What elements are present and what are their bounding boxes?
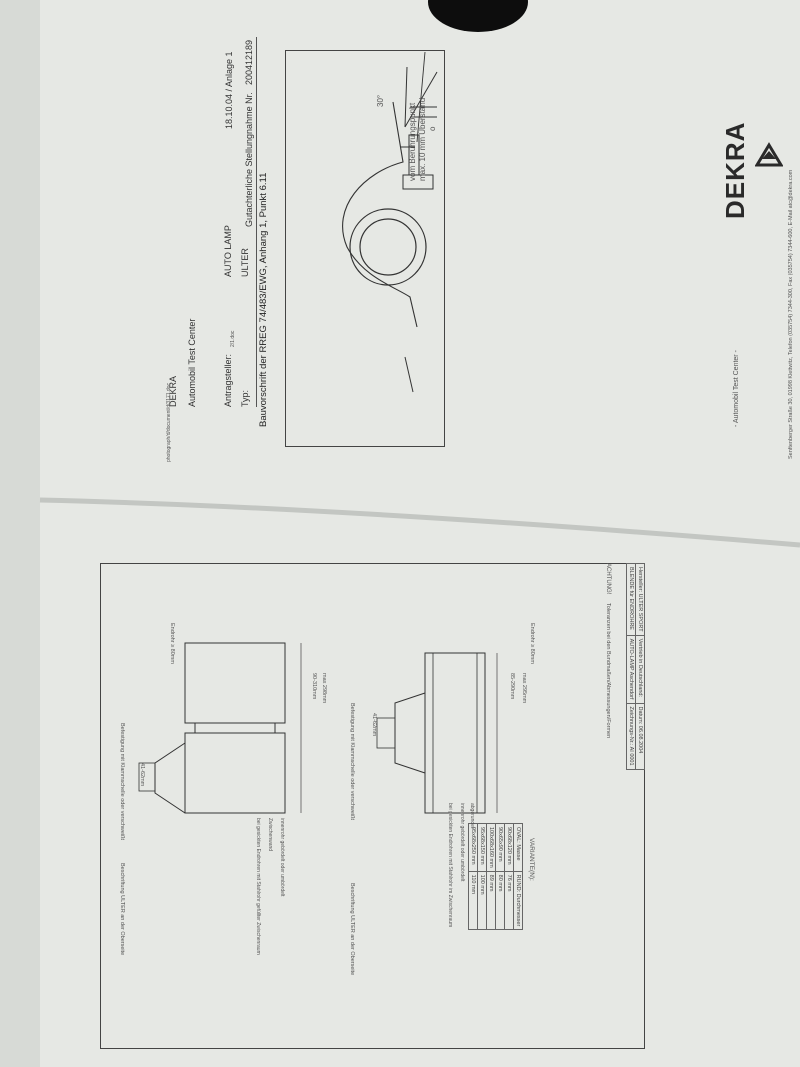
round-label: RUND:: [515, 874, 521, 893]
overhang-label: max. 10 mm Überstand: [418, 97, 427, 181]
label-ulter-b: Beschriftung ULTER an der Oberseite: [119, 863, 125, 956]
oval-size-label: Masse: [515, 844, 521, 861]
date-label: Datum:: [637, 706, 643, 725]
note-gap-b: bei gesickten Endrohren mit Stahlrohr ge…: [255, 818, 261, 955]
type-value: ULTER: [240, 248, 250, 277]
fastening-a: Befestigung mit Klammschelle oder versch…: [349, 703, 355, 821]
note-inner-rounded: innenrohr gebördelt oder umbördelt: [459, 803, 465, 882]
dekra-logo-text: DEKRA: [720, 121, 750, 219]
dim-41-62-b: 41-62mm: [139, 763, 145, 787]
manufacturer-label: Hersteller:: [637, 567, 643, 593]
note-gap: bei gesickten Endrohren mit Stahlrohr im…: [447, 803, 453, 928]
manufacturer: ULTER SPORT: [637, 593, 643, 632]
end-pipe-a: Endrohr ≥ 80mm: [529, 623, 535, 664]
drawing-no-label: Zeichnungs-Nr.:: [628, 706, 634, 746]
angle-label: 30°: [376, 94, 385, 107]
paper-sheet: DEKRA DEKRA Automobil Test Center Antrag…: [40, 0, 800, 1067]
org-sub: Automobil Test Center: [187, 318, 197, 407]
note-double: Zwischenwand: [267, 818, 273, 852]
oval-value: 90x68x120 mm: [504, 823, 514, 872]
variants-table: OVAL: Masse RUND: Durchmesser 90x68x120 …: [468, 823, 523, 930]
product: ENDROHRE: [628, 598, 634, 630]
side-code: photograph/d/document/d/3171.doc: [166, 383, 172, 462]
round-value: 110 mm: [468, 871, 478, 930]
label-ulter-a: Beschriftung ULTER an der Oberseite: [349, 883, 355, 976]
type-label: Typ:: [240, 389, 250, 407]
title-block: Hersteller: ULTER SPORT Vertrieb in Deut…: [626, 563, 645, 770]
diameter-label: Durchmesser: [515, 893, 521, 927]
dim-41-62-a: 41-62mm: [371, 713, 377, 737]
applicant-value: AUTO LAMP: [223, 225, 233, 277]
oval-label: OVAL:: [515, 827, 521, 843]
distributor-label: Vertrieb in Deutschland:: [637, 638, 643, 697]
footer-center: - Automobil Test Center -: [733, 350, 740, 427]
date-value: 06.08.2004: [637, 725, 643, 754]
contact-point-label: vom Berührungspunkt: [408, 102, 417, 181]
header-rule: [256, 37, 257, 407]
round-value: 80 mm: [495, 871, 505, 930]
pipe-b-drawing: [138, 642, 302, 814]
max-298: max 298mm: [321, 673, 327, 704]
dim-85-290: 85-290mm: [509, 673, 515, 700]
pipe-a-drawing: [376, 652, 498, 814]
tech-drawing: Hersteller: ULTER SPORT Vertrieb in Deut…: [100, 563, 645, 1049]
regulation-title: Bauvorschrift der RREG 74/483/EWG, Anhan…: [258, 172, 269, 427]
drawing-no: AI 0001: [628, 746, 634, 766]
caution-label: ACHTUNG!: [605, 563, 611, 595]
product-label: BLENDE für: [628, 567, 634, 597]
o-label: o: [428, 126, 437, 131]
applicant-label: Antragsteller:: [223, 353, 233, 407]
rotated-document: DEKRA DEKRA Automobil Test Center Antrag…: [40, 0, 800, 1067]
dekra-logo-icon: [755, 142, 783, 167]
end-pipe-b: Endrohr ≥ 80mm: [169, 623, 175, 664]
report-number: 200412189: [244, 39, 254, 85]
date-annex: 18.10.04 / Anlage 1: [224, 51, 234, 129]
note-rounded: abgerundet: [469, 803, 475, 829]
tolerance-note: Toleranzen bei den Bundmaßen/Abmessungen…: [605, 603, 611, 739]
round-value: 76 mm: [504, 871, 514, 930]
round-value: 100 mm: [477, 871, 487, 930]
fastening-b: Befestigung mit Klammschelle oder versch…: [119, 723, 125, 841]
dim-90-310: 90-310mm: [311, 673, 317, 700]
note-inner-b: innenrohr gebördelt oder umbördelt: [279, 818, 285, 897]
variants-title: VARIANTE(N):: [528, 838, 535, 881]
report-label: Gutachterliche Stellungnahme Nr.: [244, 92, 254, 227]
side-code-small: 2/1.doc: [230, 330, 236, 347]
round-value: 89 mm: [486, 871, 496, 930]
bumper-figure: [342, 52, 438, 393]
footer-address: Senftenberger Straße 30, 01998 Klettwitz…: [788, 169, 794, 459]
distributor: AUTO-LAMP Aschendorf: [628, 638, 634, 700]
max-295: max 295mm: [521, 673, 527, 704]
